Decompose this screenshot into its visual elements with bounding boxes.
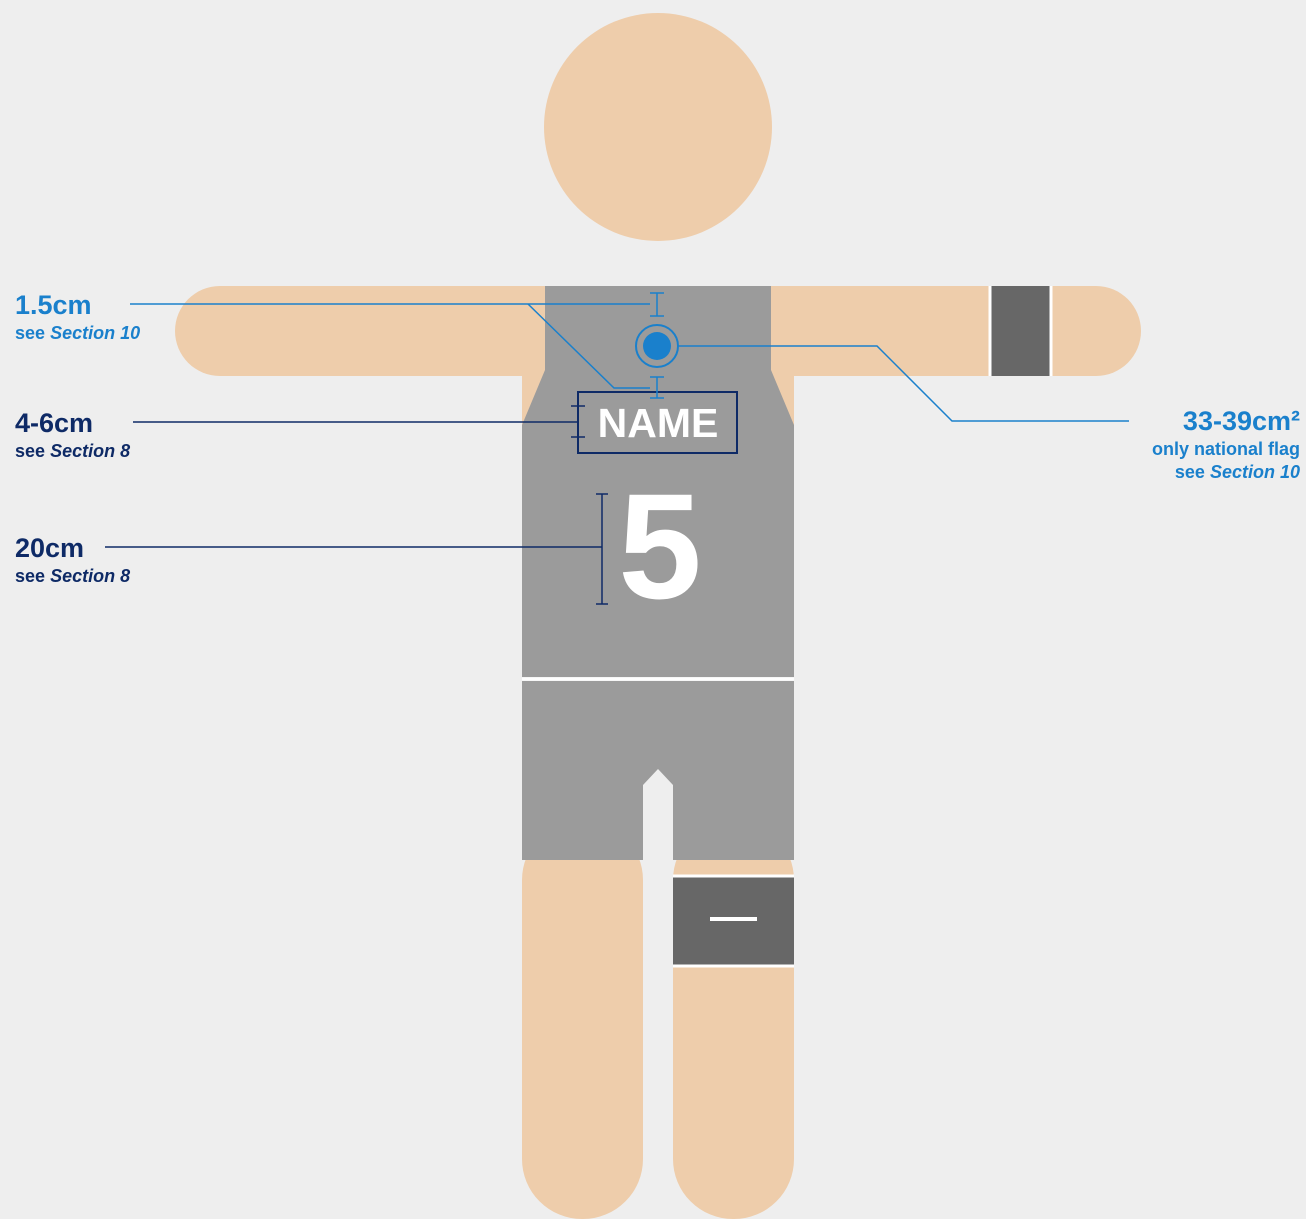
logo-gap-label: 1.5cm see Section 10: [15, 292, 140, 342]
name-height-dimension: [133, 406, 585, 437]
right-arm: [720, 286, 1141, 376]
name-height-reference: see Section 8: [15, 442, 130, 460]
armband: [990, 286, 1052, 376]
logo-gap-reference: see Section 10: [15, 324, 140, 342]
flag-area-label: 33-39cm² only national flag see Section …: [1152, 408, 1300, 481]
flag-area-reference: see Section 10: [1152, 463, 1300, 481]
head: [544, 13, 772, 241]
number-height-value: 20cm: [15, 535, 130, 562]
name-height-value: 4-6cm: [15, 410, 130, 437]
name-height-label: 4-6cm see Section 8: [15, 410, 130, 460]
left-arm: [175, 286, 595, 376]
jersey-name: NAME: [598, 400, 719, 446]
circle-flag-icon: [643, 332, 671, 360]
flag-area-note: only national flag: [1152, 440, 1300, 458]
left-leg: [522, 820, 643, 1219]
jersey-number: 5: [618, 462, 701, 630]
number-height-reference: see Section 8: [15, 567, 130, 585]
number-height-label: 20cm see Section 8: [15, 535, 130, 585]
shorts: [522, 681, 794, 860]
flag-area-value: 33-39cm²: [1152, 408, 1300, 435]
logo-gap-value: 1.5cm: [15, 292, 140, 319]
